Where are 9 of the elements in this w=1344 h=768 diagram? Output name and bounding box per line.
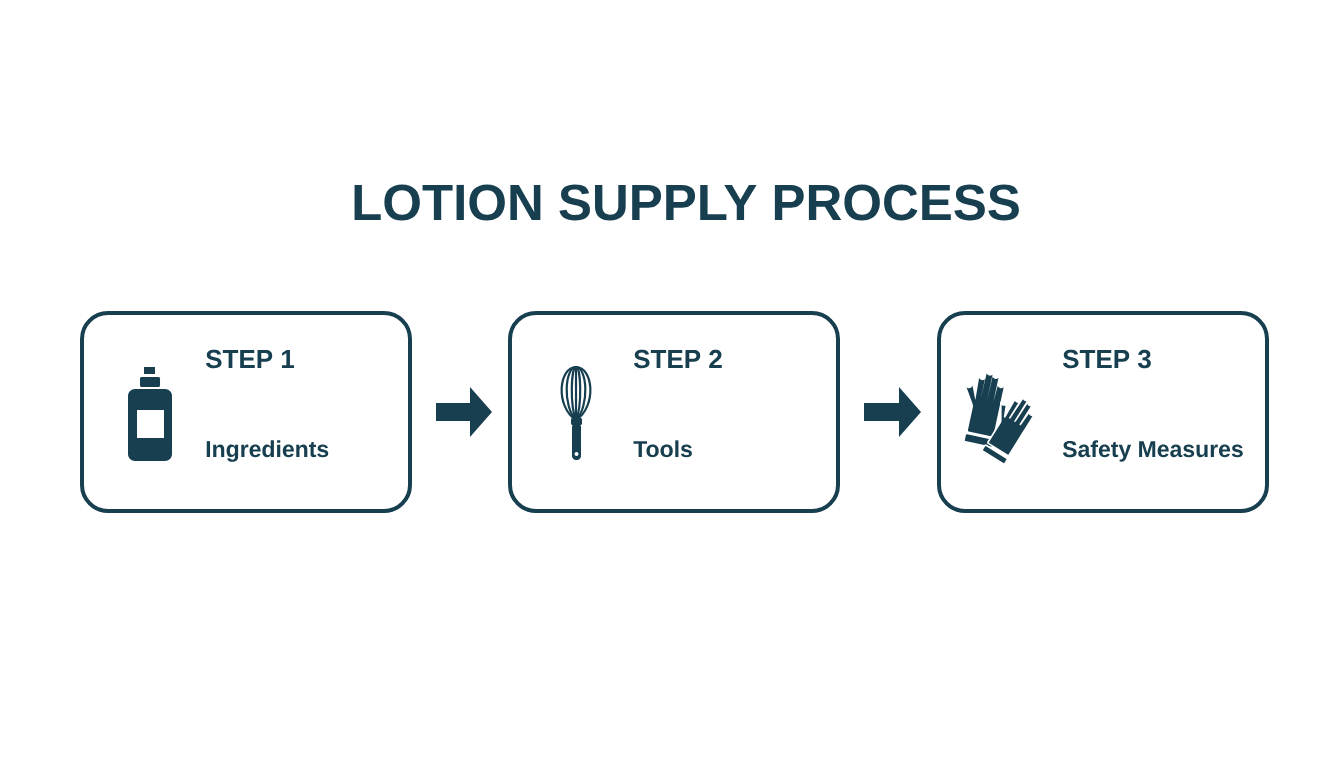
arrow bbox=[436, 387, 492, 437]
step-name: Safety Measures bbox=[1062, 440, 1243, 462]
title: LOTION SUPPLY PROCESS bbox=[354, 184, 1019, 221]
step-heading: STEP 2 bbox=[633, 349, 722, 369]
step-heading: STEP 1 bbox=[205, 349, 295, 369]
step-heading: STEP 3 bbox=[1062, 349, 1151, 369]
step-name: Ingredients bbox=[206, 440, 329, 462]
step-name: Tools bbox=[633, 440, 692, 458]
arrow bbox=[864, 387, 921, 437]
